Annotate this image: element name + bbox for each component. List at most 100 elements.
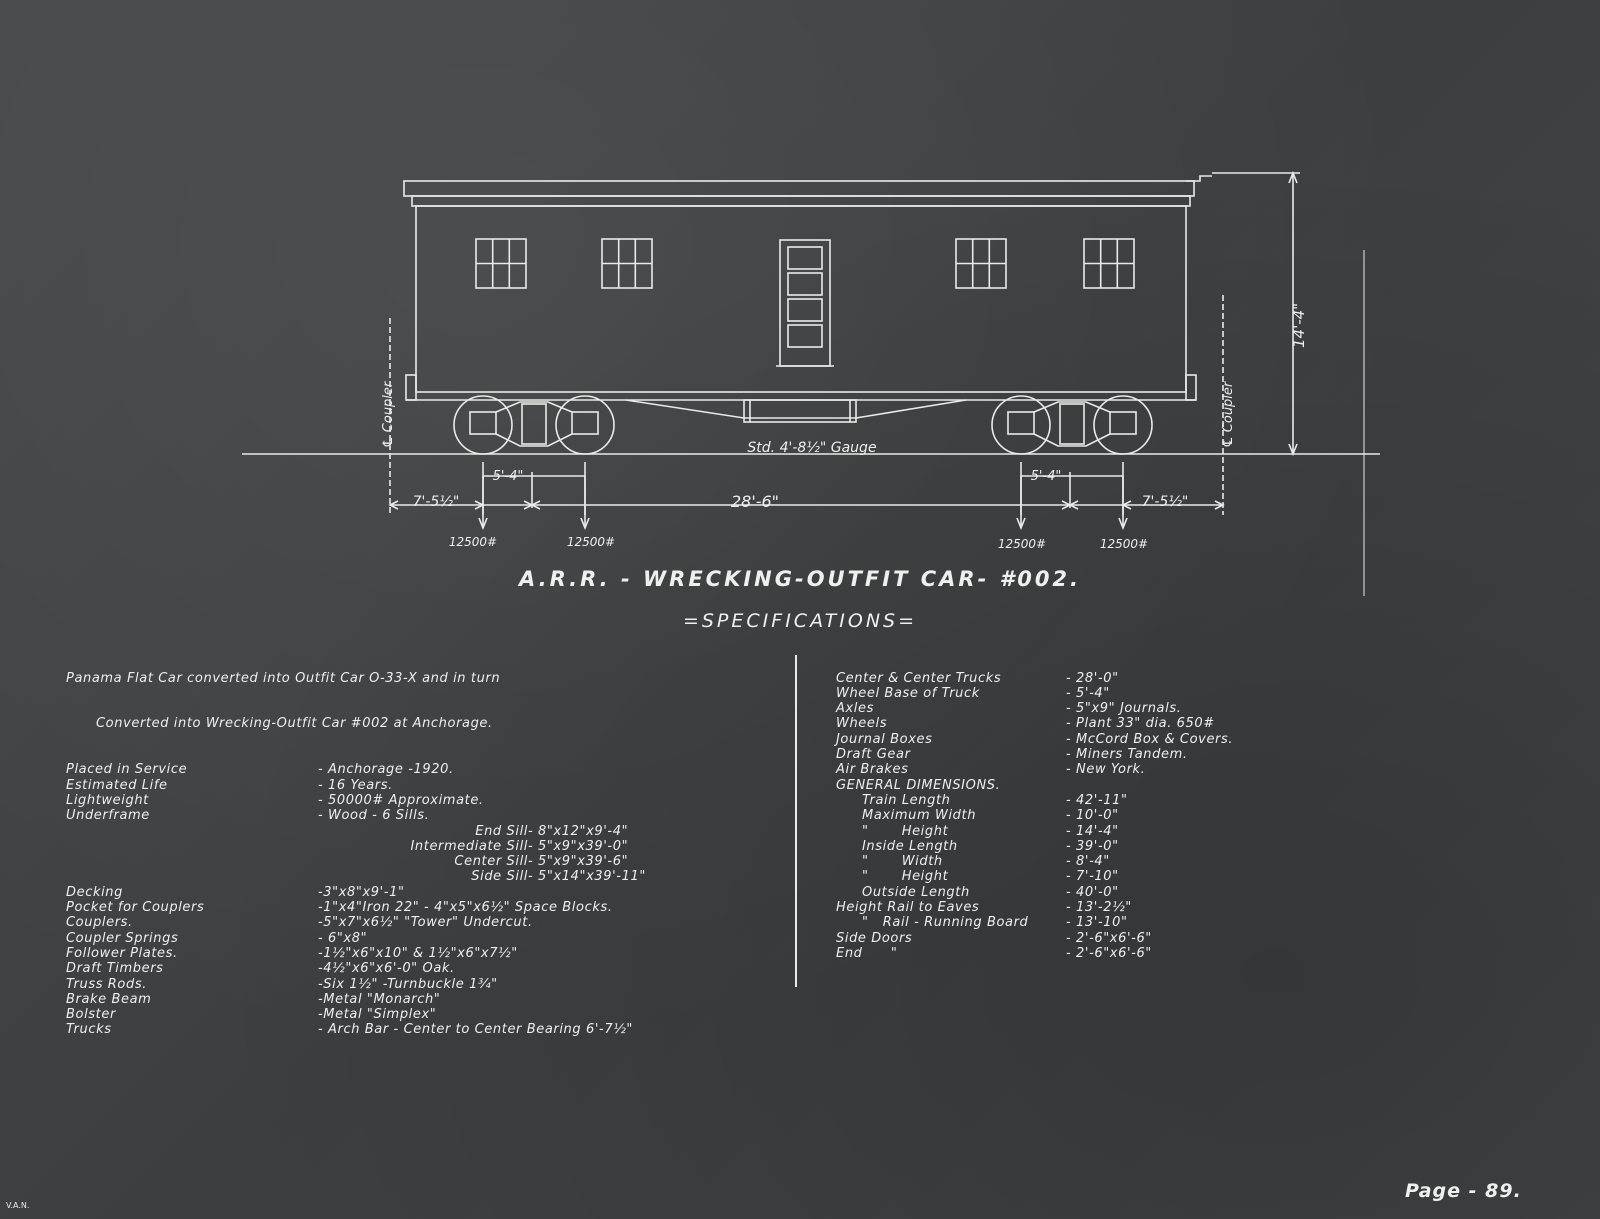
spec-label: Couplers.	[66, 915, 133, 931]
spec-row: Maximum Width - 10'-0"	[836, 808, 1118, 823]
load-label-4: 12500#	[1100, 537, 1148, 551]
spec-row: Height Rail to Eaves- 13'-2½"	[836, 900, 1131, 915]
spec-value: - Miners Tandem.	[1066, 747, 1188, 763]
spec-label: Air Brakes	[836, 762, 909, 778]
spec-value: - McCord Box & Covers.	[1066, 731, 1234, 747]
spec-label: " Width	[862, 854, 943, 870]
spec-label: Intermediate Sill	[410, 838, 528, 854]
spec-value: -3"x8"x9'-1"	[318, 884, 405, 900]
spec-row: Side Doors - 2'-6"x6'-6"	[836, 931, 1151, 946]
spec-value: -1"x4"Iron 22" - 4"x5"x6½" Space Blocks.	[318, 900, 613, 916]
spec-row: Center Sill- 5"x9"x39'-6"	[66, 854, 627, 869]
spec-label: End "	[836, 945, 898, 961]
spec-value: - 5"x9"x39'-6"	[528, 854, 629, 870]
load-arrows	[478, 476, 1128, 531]
spec-label: Draft Timbers	[66, 961, 164, 977]
spec-label: Wheels	[836, 716, 888, 732]
spec-value: - 50000# Approximate.	[318, 792, 484, 808]
spec-label: Wheel Base of Truck	[836, 685, 980, 701]
spec-value: - 8'-4"	[1066, 854, 1110, 870]
spec-label: Lightweight	[66, 792, 149, 808]
spec-label: Underframe	[66, 808, 150, 824]
spec-value: - 42'-11"	[1066, 792, 1128, 808]
spec-value: - 13'-2½"	[1066, 900, 1132, 916]
spec-row: Wheel Base of Truck- 5'-4"	[836, 686, 1109, 701]
spec-label: " Height	[862, 869, 949, 885]
spec-value: - 10'-0"	[1066, 808, 1119, 824]
center-queen-posts	[743, 399, 857, 423]
window-1	[475, 238, 527, 289]
spec-value: - 28'-0"	[1066, 670, 1119, 686]
spec-label: Draft Gear	[836, 747, 911, 763]
window-2	[601, 238, 653, 289]
spec-row: Axles- 5"x9" Journals.	[836, 701, 1181, 716]
spec-value: - Arch Bar - Center to Center Bearing 6'…	[318, 1022, 633, 1038]
spec-row: Intermediate Sill- 5"x9"x39'-0"	[66, 839, 627, 854]
spec-label: Pocket for Couplers	[66, 900, 205, 916]
spec-label: Side Sill	[471, 869, 528, 885]
spec-label: Train Length	[862, 792, 951, 808]
spec-row: Side Sill- 5"x14"x39'-11"	[66, 869, 645, 884]
right-truck	[991, 395, 1153, 455]
page-number: Page - 89.	[1405, 1180, 1522, 1202]
spec-row: Bolster-Metal "Simplex"	[66, 1007, 436, 1022]
load-label-1: 12500#	[449, 535, 497, 549]
spec-row: " Rail - Running Board- 13'-10"	[836, 915, 1127, 930]
coupler-right-label: ℄ Coupler	[1221, 380, 1236, 448]
spec-row: " Height - 7'-10"	[836, 869, 1118, 884]
spec-row: " Width - 8'-4"	[836, 854, 1109, 869]
end-sill-left	[405, 374, 417, 401]
overall-height-label: 14'-4"	[1290, 303, 1308, 348]
spec-value: - New York.	[1066, 762, 1146, 778]
spec-value: - Wood - 6 Sills.	[318, 808, 430, 824]
spec-row: Inside Length- 39'-0"	[836, 839, 1118, 854]
spec-label: Outside Length	[862, 884, 970, 900]
spec-value: -4½"x6"x6'-0" Oak.	[318, 961, 455, 977]
spec-row: Outside Length - 40'-0"	[836, 885, 1118, 900]
coupler-left-label: ℄ Coupler	[381, 380, 396, 448]
spec-value: - 40'-0"	[1066, 884, 1119, 900]
running-board-end	[1186, 175, 1212, 182]
spec-value: - 14'-4"	[1066, 823, 1119, 839]
spec-label: Coupler Springs	[66, 930, 179, 946]
spec-label: GENERAL DIMENSIONS.	[836, 777, 1001, 793]
roof-line	[403, 180, 1195, 197]
spec-row: Center & Center Trucks- 28'-0"	[836, 671, 1118, 686]
load-label-3: 12500#	[998, 537, 1046, 551]
spec-value: - 8"x12"x9'-4"	[528, 823, 629, 839]
spec-label: Decking	[66, 884, 123, 900]
spec-label: Side Doors	[836, 930, 913, 946]
specifications-heading: =SPECIFICATIONS=	[682, 610, 918, 632]
centers-dim: 28'-6"	[731, 492, 779, 511]
side-door	[776, 239, 834, 367]
truss-rods	[625, 399, 967, 419]
spec-label: Maximum Width	[862, 808, 977, 824]
spec-value: -Metal "Monarch"	[318, 991, 441, 1007]
spec-row: Brake Beam-Metal "Monarch"	[66, 992, 440, 1007]
specifications-right-column: Center & Center Trucks- 28'-0"Wheel Base…	[836, 640, 1232, 992]
spec-row: Underframe - Wood - 6 Sills.	[66, 808, 429, 823]
drawing-title: A.R.R. - WRECKING-OUTFIT CAR- #002.	[518, 567, 1082, 591]
spec-value: - 2'-6"x6'-6"	[1066, 930, 1152, 946]
spec-value: - 7'-10"	[1066, 869, 1119, 885]
spec-row: Journal Boxes- McCord Box & Covers.	[836, 732, 1232, 747]
spec-row: End Sill- 8"x12"x9'-4"	[66, 824, 627, 839]
spec-row: GENERAL DIMENSIONS.	[836, 778, 1000, 793]
gauge-label: Std. 4'-8½" Gauge	[747, 440, 876, 456]
spec-value: - 13'-10"	[1066, 915, 1128, 931]
spec-label: Placed in Service	[66, 762, 188, 778]
spec-value: - 6"x8"	[318, 930, 368, 946]
window-3	[955, 238, 1007, 289]
spec-row: Follower Plates.-1½"x6"x10" & 1½"x6"x7½"	[66, 946, 517, 961]
intro-line: Converted into Wrecking-Outfit Car #002 …	[96, 716, 493, 732]
spec-value: - 5"x9" Journals.	[1066, 701, 1182, 717]
spec-label: End Sill	[475, 823, 528, 839]
spec-label: Follower Plates.	[66, 945, 178, 961]
spec-row: Train Length - 42'-11"	[836, 793, 1127, 808]
spec-row: Draft Gear - Miners Tandem.	[836, 747, 1187, 762]
intro-line: Panama Flat Car converted into Outfit Ca…	[66, 670, 501, 686]
spec-value: - Anchorage -1920.	[318, 762, 454, 778]
spec-row: Estimated Life- 16 Years.	[66, 778, 392, 793]
car-body	[415, 205, 1187, 393]
